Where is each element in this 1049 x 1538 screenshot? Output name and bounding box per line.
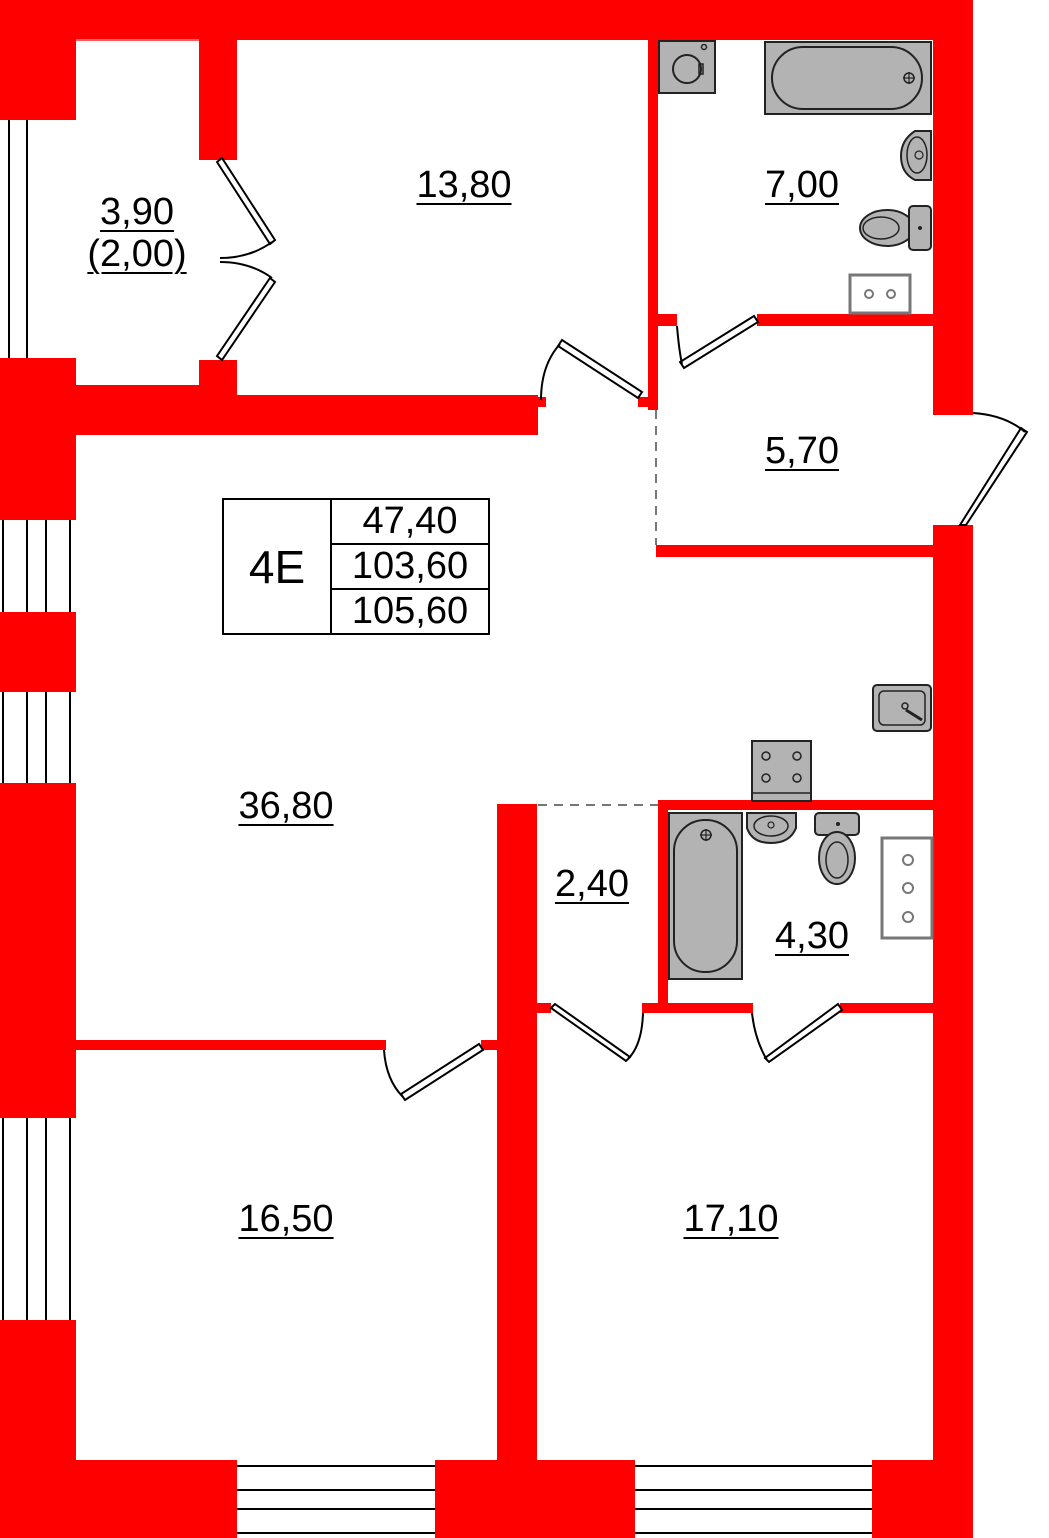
- room-bathroom-bottom-area: 4,30: [775, 915, 849, 957]
- apartment-code: 4E: [224, 500, 332, 633]
- room-bathroom-top-area: 7,00: [765, 164, 839, 206]
- doors: [215, 156, 1029, 1102]
- room-hall-entry-area: 5,70: [765, 430, 839, 472]
- room-balcony-area: 3,90 (2,00): [87, 193, 186, 273]
- toilet-icon: [859, 205, 932, 251]
- heater-icon: [880, 836, 934, 940]
- room-bedroom-bottom-left-area: 16,50: [238, 1198, 334, 1240]
- heater-icon: [848, 273, 912, 315]
- balcony-reduced-area: (2,00): [87, 233, 187, 275]
- sink-icon: [746, 812, 797, 845]
- room-bedroom-top-area: 13,80: [416, 164, 512, 206]
- living-area: 47,40: [332, 500, 488, 545]
- balcony-area: 3,90: [100, 191, 174, 233]
- bathtub-icon: [764, 41, 932, 115]
- apartment-summary-box: 4E 47,40 103,60 105,60: [222, 498, 490, 635]
- stove-icon: [751, 740, 812, 802]
- room-wardrobe-area: 2,40: [555, 863, 629, 905]
- sink-icon: [899, 130, 932, 181]
- room-bedroom-bottom-right-area: 17,10: [683, 1198, 779, 1240]
- windows: [2, 39, 872, 1534]
- apartment-areas: 47,40 103,60 105,60: [332, 500, 488, 633]
- total-area-with-balcony: 105,60: [351, 590, 469, 632]
- kitchen-sink-icon: [872, 684, 932, 732]
- toilet-icon: [814, 812, 860, 885]
- bathtub-icon: [668, 812, 743, 980]
- washing-machine-icon: [658, 40, 716, 94]
- walls: [0, 0, 973, 1538]
- total-area: 103,60: [332, 545, 488, 590]
- room-living-kitchen-area: 36,80: [238, 785, 334, 827]
